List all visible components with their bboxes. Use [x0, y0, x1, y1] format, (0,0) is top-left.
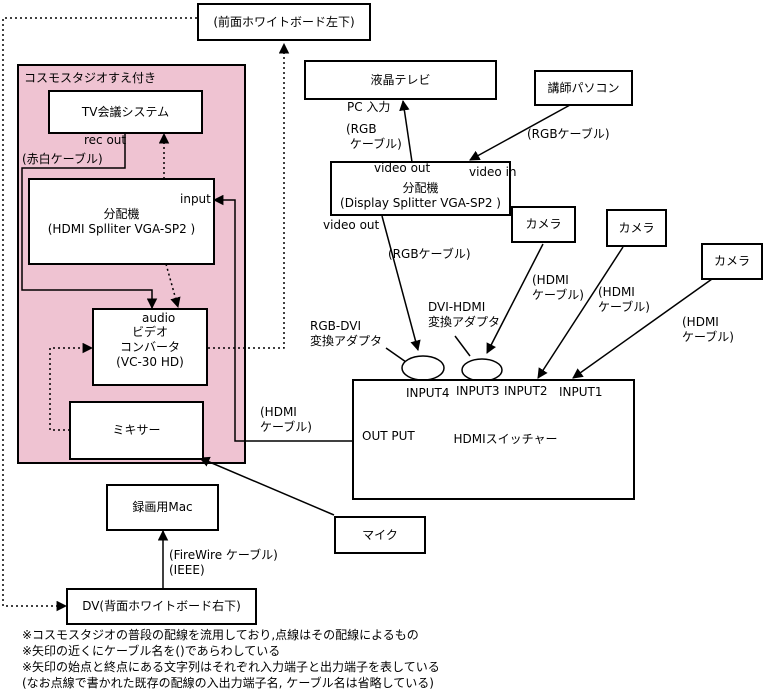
- out-put-label: OUT PUT: [362, 429, 415, 443]
- dotted-line-converter-to-whiteboard: [208, 42, 290, 349]
- rgb-dvi-adapter-shape: [401, 355, 445, 381]
- line-tv-conf-to-converter: [21, 134, 158, 310]
- note-line: (なお点線で書かれた既存の配線の入出力端子名, ケーブル名は省略している): [22, 676, 434, 690]
- rgb-cable-tv-label: (RGB ケーブル): [346, 122, 402, 151]
- video-converter-box: ビデオ コンバータ (VC-30 HD): [92, 308, 208, 386]
- input-label: input: [180, 192, 211, 206]
- note-line: ※コスモスタジオの普段の配線を流用しており,点線はその配線によるもの: [22, 628, 419, 642]
- mic-box: マイク: [334, 516, 426, 554]
- hdmi-cable-camera2-label: (HDMI ケーブル): [598, 285, 650, 314]
- hdmi-cable-out-label: (HDMI ケーブル): [260, 405, 312, 434]
- lecturer-pc-box: 講師パソコン: [534, 70, 633, 106]
- input3-label: INPUT3: [456, 384, 500, 398]
- audio-label: audio: [142, 311, 176, 325]
- hdmi-switcher-box: HDMIスイッチャー: [352, 379, 635, 500]
- video-in-label: video in: [469, 165, 517, 179]
- rgb-dvi-adapter-label: RGB-DVI 変換アダプタ: [310, 319, 383, 348]
- note-line: ※矢印の近くにケーブル名を()であらわしている: [22, 644, 281, 658]
- notes: ※コスモスタジオの普段の配線を流用しており,点線はその配線によるもの ※矢印の近…: [22, 627, 440, 691]
- rec-mac-box: 録画用Mac: [106, 484, 219, 531]
- lcd-tv-box: 液晶テレビ: [304, 60, 497, 100]
- tv-conference-system-box: TV会議システム: [48, 90, 203, 134]
- note-line: ※矢印の始点と終点にある文字列はそれぞれ入力端子と出力端子を表している: [22, 660, 440, 674]
- pc-in-label: PC 入力: [347, 100, 391, 114]
- dv-box: DV(背面ホワイトボード右下): [66, 588, 257, 625]
- line-camera2-to-input2: [537, 246, 624, 379]
- red-white-cable-label: (赤白ケーブル): [22, 152, 103, 166]
- line-camera3-to-adapter: [486, 243, 544, 354]
- dotted-line-mixer-to-converter: [49, 342, 94, 431]
- video-out-left-label: video out: [323, 218, 380, 232]
- line-camera1-to-input1: [572, 278, 713, 379]
- line-dvi-hdmi-pointer: [454, 335, 471, 357]
- firewire-cable-label: (FireWire ケーブル) (IEEE): [169, 548, 278, 577]
- rec-out-label: rec out: [84, 133, 127, 147]
- dvi-hdmi-adapter-shape: [461, 358, 503, 382]
- region-title: コスモスタジオすえ付き: [24, 71, 157, 85]
- dotted-line-splitter-to-converter: [165, 263, 181, 309]
- video-out-top-label: video out: [374, 161, 431, 175]
- line-pc-to-splitter: [469, 104, 571, 161]
- hdmi-cable-camera3-label: (HDMI ケーブル): [532, 273, 584, 302]
- line-splitter-to-adapter: [381, 215, 421, 352]
- camera2-box: カメラ: [606, 209, 667, 247]
- line-switcher-to-splitter: [212, 194, 352, 442]
- dvi-hdmi-adapter-label: DVI-HDMI 変換アダプタ: [428, 300, 501, 329]
- hdmi-cable-camera1-label: (HDMI ケーブル): [682, 315, 734, 344]
- rgb-cable-switcher-label: (RGBケーブル): [388, 247, 471, 261]
- hdmi-splitter-box: 分配機 (HDMI Splliter VGA-SP2 ): [28, 178, 215, 265]
- input4-label: INPUT4: [406, 386, 450, 400]
- line-mic-to-mixer: [199, 456, 335, 516]
- input1-label: INPUT1: [559, 385, 603, 399]
- whiteboard-front-box: (前面ホワイトボード左下): [197, 3, 371, 41]
- camera1-box: カメラ: [701, 243, 763, 280]
- rgb-cable-pc-label: (RGBケーブル): [527, 127, 610, 141]
- mixer-box: ミキサー: [69, 401, 204, 460]
- line-rgb-dvi-pointer: [385, 347, 407, 363]
- camera3-box: カメラ: [511, 206, 576, 243]
- input2-label: INPUT2: [504, 384, 548, 398]
- line-splitter-to-lcd: [399, 99, 413, 163]
- display-splitter-box: 分配機 (Display Splitter VGA-SP2 ): [330, 161, 511, 216]
- dotted-line-whiteboard-to-dv: [2, 17, 197, 612]
